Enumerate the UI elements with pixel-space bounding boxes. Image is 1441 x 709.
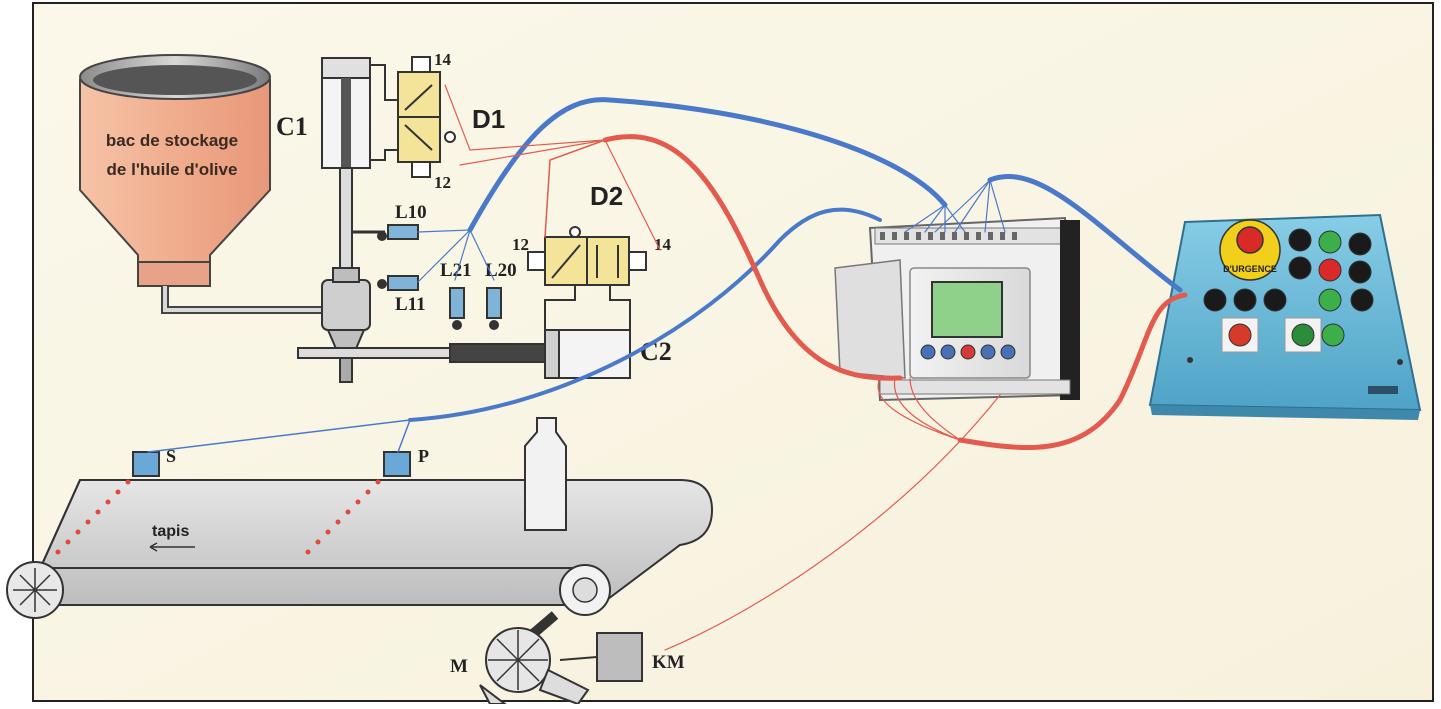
label-tapis: tapis [152, 523, 189, 540]
label-l11: L11 [395, 294, 426, 315]
label-l10: L10 [395, 202, 427, 223]
panel-selector-2[interactable] [1233, 288, 1257, 312]
plc-button-4[interactable] [1000, 344, 1016, 360]
limit-switch-l20: L20 [485, 260, 517, 330]
limit-switch-l10: L10 [377, 202, 427, 241]
panel-button-black-2[interactable] [1348, 232, 1372, 256]
cylinder-c1: C1 [276, 57, 398, 383]
d1-port-14: 14 [434, 50, 452, 69]
label-c1: C1 [276, 112, 308, 141]
emergency-stop-button[interactable] [1236, 226, 1264, 254]
plc-button-stop[interactable] [960, 344, 976, 360]
valve-d2: 12 14 D2 [512, 181, 672, 340]
panel-light-green-1 [1318, 230, 1342, 254]
plc-button-2[interactable] [940, 344, 956, 360]
control-panel: D'URGENCE [1148, 213, 1422, 420]
cylinder-c2: C2 [297, 329, 672, 379]
panel-light-red-2 [1228, 323, 1252, 347]
plc-button-3[interactable] [980, 344, 996, 360]
label-d1: D1 [472, 104, 505, 134]
d2-port-12: 12 [512, 235, 529, 254]
label-p: P [418, 446, 429, 466]
emergency-label: D'URGENCE [1223, 264, 1277, 274]
panel-button-black-5[interactable] [1350, 288, 1374, 312]
panel-selector-1[interactable] [1203, 288, 1227, 312]
storage-hopper: bac de stockage de l'huile d'olive [79, 54, 325, 314]
panel-light-green-2 [1318, 288, 1342, 312]
panel-selector-3[interactable] [1263, 288, 1287, 312]
sensor-beams [55, 479, 381, 555]
plc-button-1[interactable] [920, 344, 936, 360]
label-d2: D2 [590, 181, 623, 211]
panel-light-red-1 [1318, 258, 1342, 282]
d1-port-12: 12 [434, 173, 451, 192]
blue-wires [147, 97, 1183, 453]
panel-button-black-1[interactable] [1288, 228, 1312, 252]
limit-switch-l21: L21 [440, 260, 472, 330]
panel-light-green-4 [1321, 323, 1345, 347]
bottle [524, 417, 567, 531]
limit-switch-l11: L11 [377, 275, 426, 315]
valve-d1: 14 12 D1 [397, 50, 505, 192]
panel-button-black-4[interactable] [1348, 260, 1372, 284]
label-l21: L21 [440, 260, 472, 281]
label-l20: L20 [485, 260, 517, 281]
panel-button-black-3[interactable] [1288, 256, 1312, 280]
label-km: KM [652, 652, 685, 673]
d2-port-14: 14 [654, 235, 672, 254]
contactor-km: KM [559, 632, 685, 682]
label-s: S [166, 446, 176, 466]
hopper-label-line2: de l'huile d'olive [107, 160, 238, 179]
panel-light-green-3 [1291, 323, 1315, 347]
plc-screen [931, 281, 1003, 338]
red-wires [444, 84, 1188, 651]
plc-controller [834, 216, 1080, 402]
sensor-p: P [383, 446, 429, 477]
hopper-label-line1: bac de stockage [106, 131, 238, 150]
label-m: M [450, 656, 468, 677]
sensor-s: S [132, 446, 176, 477]
